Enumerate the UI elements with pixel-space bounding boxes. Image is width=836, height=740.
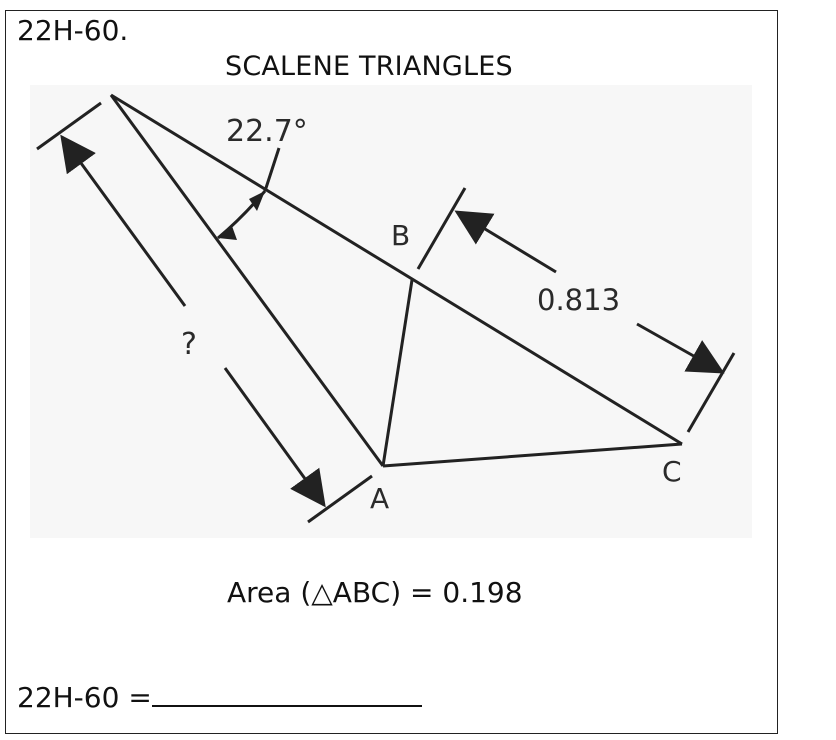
- top-vertex-to-c-line: [110, 93, 683, 446]
- point-c-label: C: [662, 455, 682, 488]
- angle-leader-line: [263, 147, 281, 192]
- triangle-side-ac: [382, 442, 683, 468]
- angle-arrow-upper: [249, 191, 265, 211]
- triangle-side-ab: [381, 279, 414, 467]
- unknown-dimension-arrow-upper: [60, 134, 187, 307]
- angle-arrow-lower: [218, 226, 237, 240]
- top-vertex-to-a-line: [109, 94, 385, 467]
- left-extension-bottom: [307, 474, 373, 524]
- point-a-label: A: [370, 482, 389, 515]
- length-dimension-arrow-upper: [454, 210, 557, 274]
- diagram-background: [30, 85, 752, 538]
- angle-label: 22.7°: [226, 114, 308, 149]
- unknown-length-label: ?: [181, 327, 197, 362]
- problem-title: SCALENE TRIANGLES: [225, 51, 513, 82]
- length-dimension-arrow-lower: [636, 322, 725, 374]
- right-extension-bottom: [686, 352, 736, 433]
- unknown-dimension-arrow-lower: [223, 367, 326, 508]
- right-extension-top: [416, 187, 467, 270]
- answer-row: 22H-60 =: [17, 677, 422, 715]
- area-statement: Area (△ABC) = 0.198: [227, 576, 523, 609]
- length-label: 0.813: [537, 283, 620, 317]
- problem-id: 22H-60.: [17, 14, 129, 47]
- answer-blank[interactable]: [151, 677, 422, 707]
- answer-label: 22H-60 =: [17, 681, 152, 714]
- left-extension-top: [36, 101, 102, 151]
- point-b-label: B: [391, 219, 410, 252]
- problem-frame: [5, 10, 778, 734]
